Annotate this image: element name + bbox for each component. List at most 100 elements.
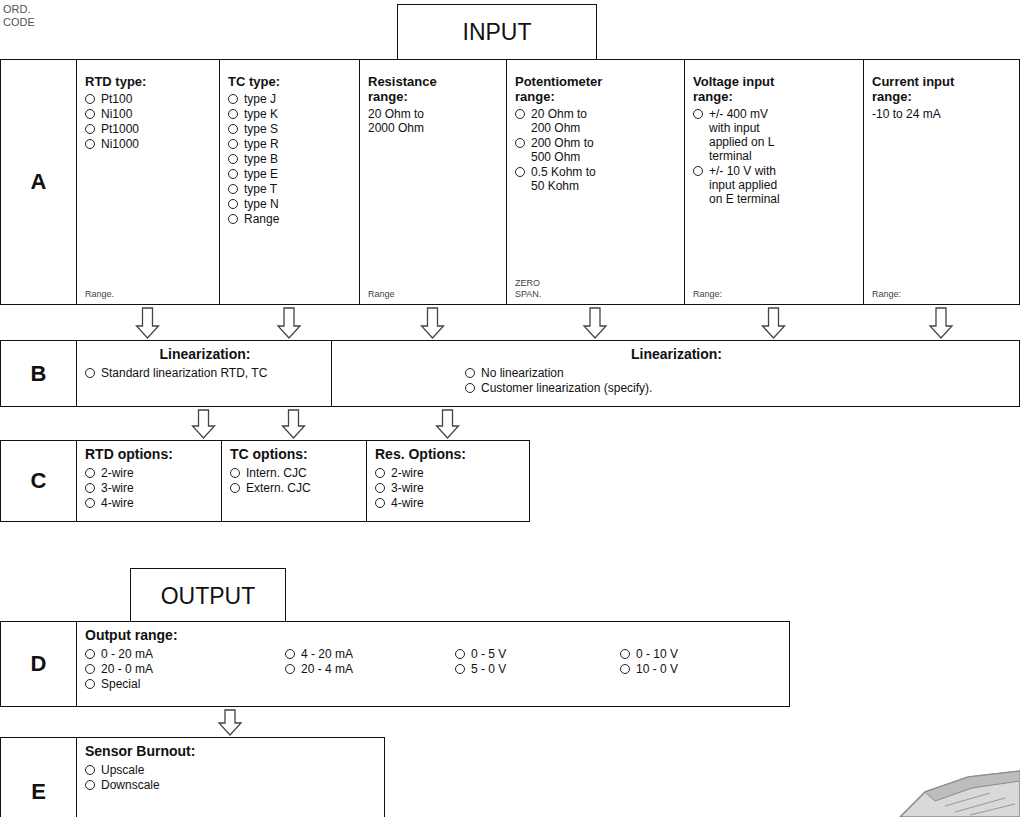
option-line: Pt1000 [85,122,213,136]
column-content: Sensor Burnout:UpscaleDownscale [85,743,378,793]
option-line: 0 - 20 mA [85,647,285,661]
radio-circle [375,498,385,508]
order-code-label: ORD. CODE [3,3,43,29]
option-column: RTD type:Pt100Ni100Pt1000Ni1000Range. [76,60,219,304]
option-text: 0 - 10 V [636,647,678,661]
radio-circle [455,664,465,674]
column-heading: RTD type: [85,74,213,89]
option-line: Intern. CJC [230,466,360,480]
hollow-arrow [283,410,305,438]
option-text: Standard linearization RTD, TC [101,366,267,380]
option-text: 2-wire [101,466,134,480]
hollow-arrow [219,710,241,735]
flow-arrow [584,308,606,338]
option-line: 20 - 0 mA [85,662,285,676]
radio-circle [85,664,95,674]
radio-circle [85,483,95,493]
option-line: Customer linearization (specify). [340,381,1013,395]
radio-circle [230,483,240,493]
option-line: type K [228,107,353,121]
option-text: 0.5 Kohm to 50 Kohm [531,165,609,193]
device-ribs [945,793,1015,815]
radio-circle [228,184,238,194]
column-heading: Resistance range: [368,74,458,104]
option-text: 5 - 0 V [471,662,506,676]
hollow-arrow [437,410,459,438]
option-line: 200 Ohm to 500 Ohm [515,136,678,164]
option-text: 20 - 4 mA [301,662,353,676]
radio-circle [375,468,385,478]
radio-circle [85,109,95,119]
radio-circle [228,154,238,164]
hollow-arrow [763,308,785,338]
hollow-arrow [193,410,215,438]
option-text: Pt1000 [101,122,139,136]
option-text: type N [244,197,279,211]
option-text: Customer linearization (specify). [481,381,652,395]
section-header: OUTPUT [130,568,286,622]
radio-circle [85,368,95,378]
section-title: INPUT [463,19,532,45]
hollow-arrow [278,308,300,338]
option-text: Upscale [101,763,144,777]
option-text: type S [244,122,278,136]
option-text: Extern. CJC [246,481,311,495]
option-text: 0 - 5 V [471,647,506,661]
column-heading: RTD options: [85,446,215,463]
radio-circle [228,94,238,104]
option-line: Range [228,212,353,226]
radio-circle [228,214,238,224]
row-letter: D [31,651,47,677]
column-heading: Linearization: [85,346,325,363]
option-text: Pt100 [101,92,132,106]
field-caption: Range: [872,289,1013,300]
option-line: Ni1000 [85,137,213,151]
row-letter: E [31,779,46,805]
radio-circle [85,780,95,790]
section-title: OUTPUT [161,583,256,609]
radio-circle [465,383,475,393]
radio-circle [85,468,95,478]
option-line: type J [228,92,353,106]
radio-circle [85,679,95,689]
option-text: Special [101,677,140,691]
column-content: RTD options:2-wire3-wire4-wire [85,446,215,511]
option-line: Upscale [85,763,378,777]
radio-circle [228,124,238,134]
radio-circle [515,167,525,177]
column-heading: Output range: [85,627,783,644]
flow-arrow [437,410,459,438]
option-line: 20 - 4 mA [285,662,455,676]
option-line: 4 - 20 mA [285,647,455,661]
hollow-arrow [584,308,606,338]
option-line: 2-wire [85,466,215,480]
option-text: Ni1000 [101,137,139,151]
radio-circle [230,468,240,478]
option-text: Ni100 [101,107,132,121]
column-content: TC options: Intern. CJCExtern. CJC [230,446,360,496]
option-column: Output range: 0 - 20 mA 4 - 20 mA 0 - 5 V 0 … [76,622,789,706]
row-letter: A [31,169,47,195]
radio-circle [85,765,95,775]
option-column: Resistance range: 20 Ohm to 2000 OhmRange [359,60,506,304]
option-text: Intern. CJC [246,466,307,480]
field-caption: SPAN. [515,289,678,300]
range-text: 20 Ohm to 2000 Ohm [368,107,450,135]
field-caption: ZERO [515,278,678,289]
option-text: 4 - 20 mA [301,647,353,661]
option-text: 10 - 0 V [636,662,678,676]
option-text: type E [244,167,278,181]
radio-circle [693,109,703,119]
row-letter-cell: B [1,341,76,406]
column-heading: TC options: [230,446,360,463]
radio-circle [620,664,630,674]
option-line: 3-wire [375,481,523,495]
option-text: 4-wire [391,496,424,510]
section-header: INPUT [397,4,597,59]
option-text: type R [244,137,279,151]
option-line: +/- 400 mV with input applied on L termi… [693,107,857,163]
option-line: 20 Ohm to 200 Ohm [515,107,678,135]
column-heading: Voltage input range: [693,74,793,104]
field-caption: Range [368,289,500,300]
